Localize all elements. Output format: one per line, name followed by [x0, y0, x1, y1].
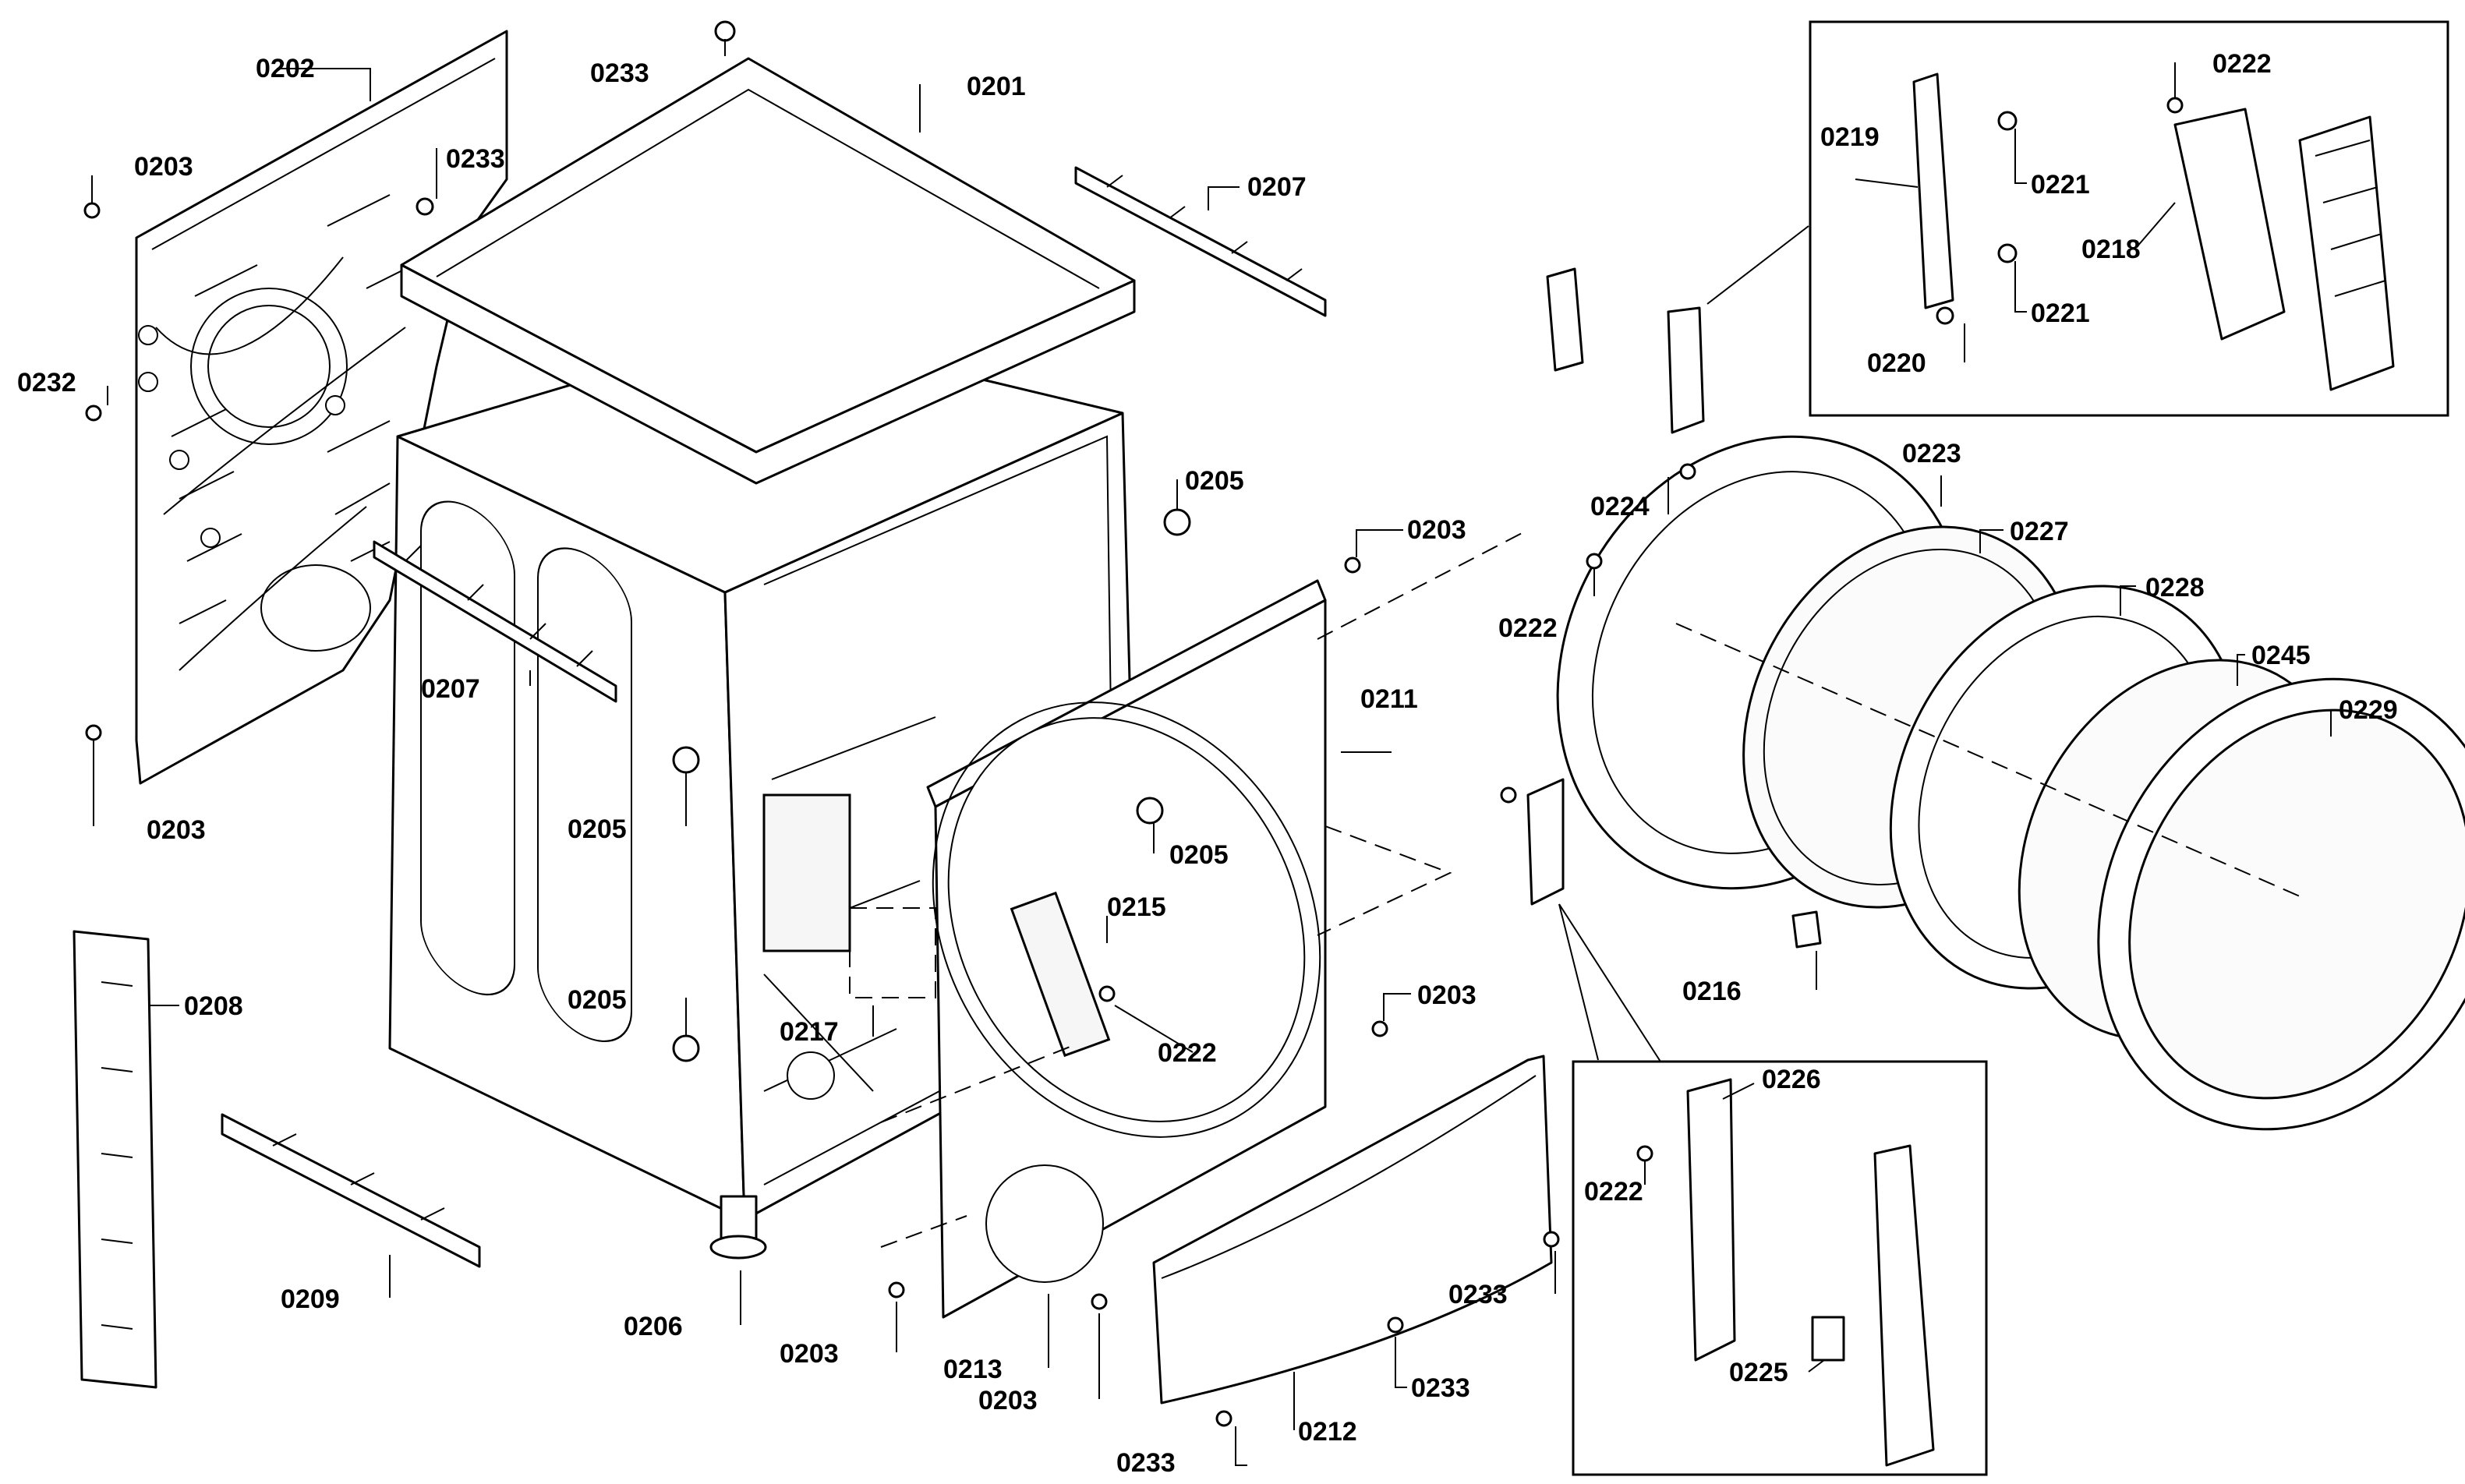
part-label: 0226: [1762, 1065, 1821, 1094]
part-label: 0211: [1360, 684, 1418, 714]
top-rail-bracket: [1074, 166, 1327, 317]
screw-icon: [672, 746, 700, 774]
part-label: 0207: [421, 674, 480, 704]
part-label: 0201: [967, 72, 1026, 101]
part-label: 0219: [1820, 122, 1880, 152]
screw-icon: [888, 1281, 905, 1298]
part-label: 0218: [2081, 235, 2141, 264]
part-label: 0229: [2339, 695, 2398, 725]
part-label: 0202: [256, 54, 315, 83]
part-label: 0203: [1407, 515, 1466, 545]
part-label: 0224: [1590, 492, 1650, 521]
part-label: 0233: [1411, 1373, 1470, 1403]
part-label: 0225: [1729, 1358, 1788, 1387]
part-label: 0233: [1448, 1280, 1508, 1309]
part-label: 0215: [1107, 892, 1166, 922]
part-label: 0208: [184, 991, 243, 1021]
screw-icon: [1936, 306, 1954, 325]
screw-icon: [85, 724, 102, 741]
screw-icon: [83, 202, 101, 219]
part-label: 0212: [1298, 1417, 1357, 1447]
rear-panel: [135, 30, 508, 785]
screw-icon: [714, 20, 736, 42]
screw-icon: [1543, 1231, 1560, 1248]
screw-icon: [1679, 463, 1696, 480]
screw-icon: [85, 405, 102, 422]
screw-icon: [1387, 1316, 1404, 1334]
top-cover: [400, 57, 1136, 485]
part-label: 0221: [2031, 170, 2090, 200]
part-labels: 0201 0202 0203 0233 0233 0207 0232 0207 …: [17, 49, 2398, 1478]
screw-icon: [1163, 508, 1191, 536]
part-label: 0245: [2251, 641, 2311, 670]
part-label: 0205: [1169, 840, 1229, 870]
part-label: 0203: [978, 1386, 1038, 1415]
part-label: 0223: [1902, 439, 1961, 468]
front-panel: [926, 579, 1327, 1319]
side-rail-bracket: [373, 540, 617, 703]
part-label: 0206: [624, 1312, 683, 1341]
part-label: 0205: [568, 985, 627, 1015]
part-label: 0205: [1185, 466, 1244, 496]
door-latch-small: [1526, 778, 1822, 949]
screw-icon: [416, 197, 434, 216]
part-label: 0233: [590, 58, 649, 88]
part-label: 0222: [1498, 613, 1558, 643]
alignment-lines: [849, 225, 2301, 1248]
screw-icon: [1500, 786, 1517, 804]
part-label: 0233: [446, 144, 505, 174]
part-label: 0205: [568, 814, 627, 844]
part-label: 0213: [943, 1355, 1003, 1384]
screw-icon: [1586, 553, 1603, 570]
door-hinge-small: [1546, 267, 1705, 434]
leader-lines: [91, 39, 2332, 1466]
vertical-rail: [72, 930, 157, 1389]
hinge-detail-inset: [1809, 20, 2449, 417]
part-label: 0221: [2031, 299, 2090, 328]
door-assembly: [1556, 435, 2465, 1131]
part-label: 0220: [1867, 348, 1926, 378]
part-label: 0207: [1247, 172, 1307, 202]
part-label: 0216: [1682, 977, 1742, 1006]
part-label: 0232: [17, 368, 76, 398]
part-label: 0203: [134, 152, 193, 182]
screw-icon: [1344, 556, 1361, 574]
screw-icon: [1091, 1293, 1108, 1310]
leveling-foot: [709, 1195, 767, 1260]
filter-cover: [1152, 1055, 1553, 1404]
screw-icon: [1997, 111, 2018, 131]
screw-icon: [1997, 243, 2018, 263]
part-label: 0203: [780, 1339, 839, 1369]
base-rail: [221, 1113, 481, 1268]
screw-icon: [1636, 1145, 1653, 1162]
part-label: 0222: [1584, 1177, 1643, 1207]
screw-icon: [672, 1034, 700, 1062]
part-label: 0222: [2212, 49, 2272, 79]
latch-detail-inset: [1572, 1060, 1988, 1476]
screw-icon: [1136, 797, 1164, 825]
part-label: 0203: [1417, 980, 1477, 1010]
screw-icon: [2166, 97, 2184, 114]
part-label: 0209: [281, 1284, 340, 1314]
part-label: 0228: [2145, 573, 2205, 602]
part-label: 0233: [1116, 1448, 1176, 1478]
part-label: 0203: [147, 815, 206, 845]
screw-icon: [1371, 1020, 1388, 1037]
part-label: 0227: [2010, 517, 2069, 546]
screw-icon: [1215, 1410, 1232, 1427]
screw-icon: [1098, 985, 1116, 1002]
part-label: 0217: [780, 1017, 839, 1047]
part-label: 0222: [1158, 1038, 1217, 1068]
